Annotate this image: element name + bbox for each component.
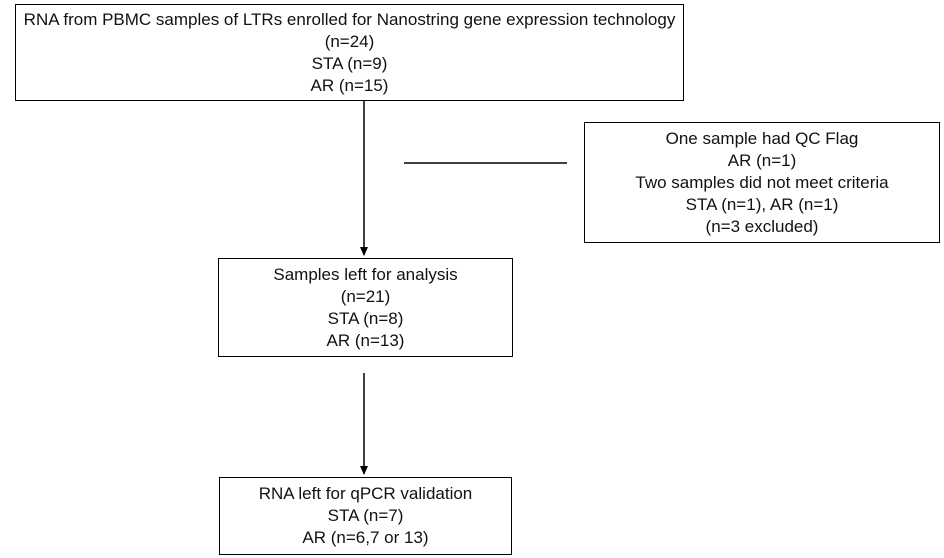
enrolled-title: RNA from PBMC samples of LTRs enrolled f… — [23, 9, 676, 29]
enrolled-sta: STA (n=9) — [311, 53, 388, 73]
enrolled-samples-box: RNA from PBMC samples of LTRs enrolled f… — [15, 4, 684, 101]
enrolled-total: (n=24) — [324, 31, 375, 51]
qpcr-title: RNA left for qPCR validation — [258, 484, 473, 503]
analysis-ar: AR (n=13) — [326, 330, 405, 350]
excluded-qc-ar: AR (n=1) — [727, 150, 797, 170]
analysis-samples-box: Samples left for analysis (n=21) STA (n=… — [218, 258, 513, 357]
analysis-total: (n=21) — [340, 286, 391, 306]
excluded-criteria: Two samples did not meet criteria — [635, 172, 889, 192]
excluded-qc-flag: One sample had QC Flag — [665, 128, 859, 148]
excluded-total: (n=3 excluded) — [705, 216, 819, 236]
qpcr-ar: AR (n=6,7 or 13) — [302, 528, 429, 547]
excluded-samples-box: One sample had QC Flag AR (n=1) Two samp… — [584, 122, 940, 243]
analysis-sta: STA (n=8) — [327, 308, 404, 328]
analysis-title: Samples left for analysis — [273, 264, 458, 284]
enrolled-ar: AR (n=15) — [310, 75, 389, 95]
qpcr-sta: STA (n=7) — [327, 506, 404, 525]
qpcr-validation-box: RNA left for qPCR validation STA (n=7) A… — [219, 477, 512, 555]
excluded-criteria-counts: STA (n=1), AR (n=1) — [685, 194, 839, 214]
